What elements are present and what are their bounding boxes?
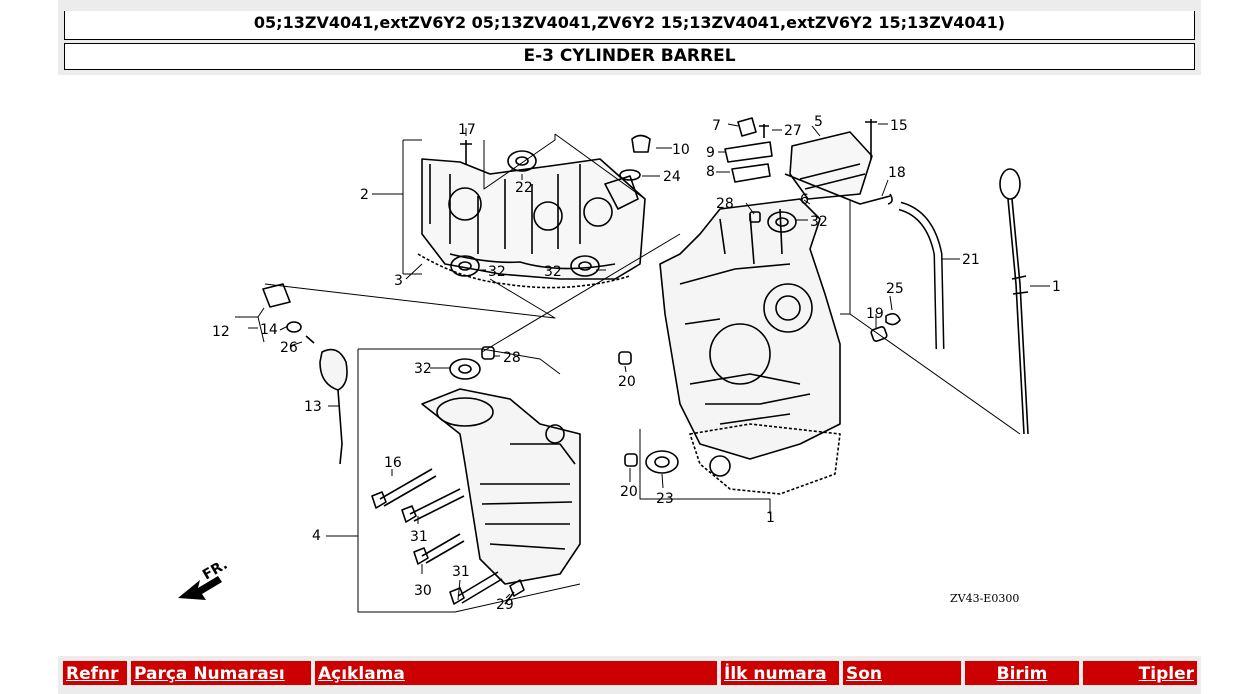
- head-cover-gasket-part: [417, 253, 631, 289]
- col-unit[interactable]: Birim: [964, 660, 1080, 686]
- callout-12: 12: [212, 324, 230, 340]
- callout-14: 14: [260, 322, 278, 338]
- col-first-number[interactable]: İlk numara: [720, 660, 840, 686]
- callout-2: 2: [360, 187, 369, 203]
- parts-diagram: 17 22 10 24 2 3 32 32 7 27 5 15 9 8 18 2…: [178, 114, 1060, 613]
- callout-28b: 28: [503, 350, 521, 366]
- callout-9: 9: [706, 145, 715, 161]
- callout-21: 21: [962, 252, 980, 268]
- cylinder-barrel-part: [659, 198, 841, 460]
- callout-10: 10: [672, 142, 690, 158]
- callout-29: 29: [496, 597, 514, 613]
- col-description[interactable]: Açıklama: [314, 660, 718, 686]
- callout-6: 6: [800, 192, 809, 208]
- oil-seal-part: [450, 150, 600, 277]
- callout-30: 30: [414, 583, 432, 599]
- barrel-gasket-part: [689, 423, 841, 495]
- callout-8: 8: [706, 164, 715, 180]
- callout-32c: 32: [810, 214, 828, 230]
- col-part-number[interactable]: Parça Numarası: [130, 660, 312, 686]
- col-last[interactable]: Son: [842, 660, 962, 686]
- callout-15: 15: [890, 118, 908, 134]
- callout-3: 3: [394, 273, 403, 289]
- callout-19: 19: [866, 306, 884, 322]
- breather-cover-part: [784, 131, 891, 205]
- callout-13: 13: [304, 399, 322, 415]
- callout-27: 27: [784, 123, 802, 139]
- dipstick-part: [999, 168, 1029, 435]
- callout-31b: 31: [452, 564, 470, 580]
- callout-23: 23: [656, 491, 674, 507]
- drawing-code: ZV43-E0300: [950, 592, 1019, 605]
- callout-25: 25: [886, 281, 904, 297]
- callout-28a: 28: [716, 196, 734, 212]
- front-direction-arrow-icon: FR.: [178, 557, 230, 600]
- callout-32d: 32: [414, 361, 432, 377]
- oil-pressure-switch-part: [319, 348, 348, 391]
- callout-18: 18: [888, 165, 906, 181]
- callout-20a: 20: [618, 374, 636, 390]
- callout-17: 17: [458, 122, 476, 138]
- callout-24: 24: [663, 169, 681, 185]
- callout-16: 16: [384, 455, 402, 471]
- model-applicability-line: 05;13ZV4041,extZV6Y2 05;13ZV4041,ZV6Y2 1…: [64, 11, 1195, 40]
- callout-11: 11: [1052, 279, 1060, 295]
- bolt-part: [371, 468, 525, 605]
- col-types[interactable]: Tipler: [1082, 660, 1198, 686]
- callout-20b: 20: [620, 484, 638, 500]
- callout-32b: 32: [544, 264, 562, 280]
- callout-1: 1: [766, 510, 775, 526]
- cylinder-head-cover-part: [421, 158, 646, 280]
- col-refnr[interactable]: Refnr: [62, 660, 128, 686]
- callout-7: 7: [712, 118, 721, 134]
- callout-32a: 32: [488, 264, 506, 280]
- callout-22: 22: [515, 180, 533, 196]
- callout-4: 4: [312, 528, 321, 544]
- callout-31a: 31: [410, 529, 428, 545]
- callout-26: 26: [280, 340, 298, 356]
- callout-5: 5: [814, 114, 823, 130]
- crankcase-cover-part: [421, 388, 581, 585]
- section-title: E-3 CYLINDER BARREL: [64, 43, 1195, 70]
- breather-hose-part: [898, 201, 945, 350]
